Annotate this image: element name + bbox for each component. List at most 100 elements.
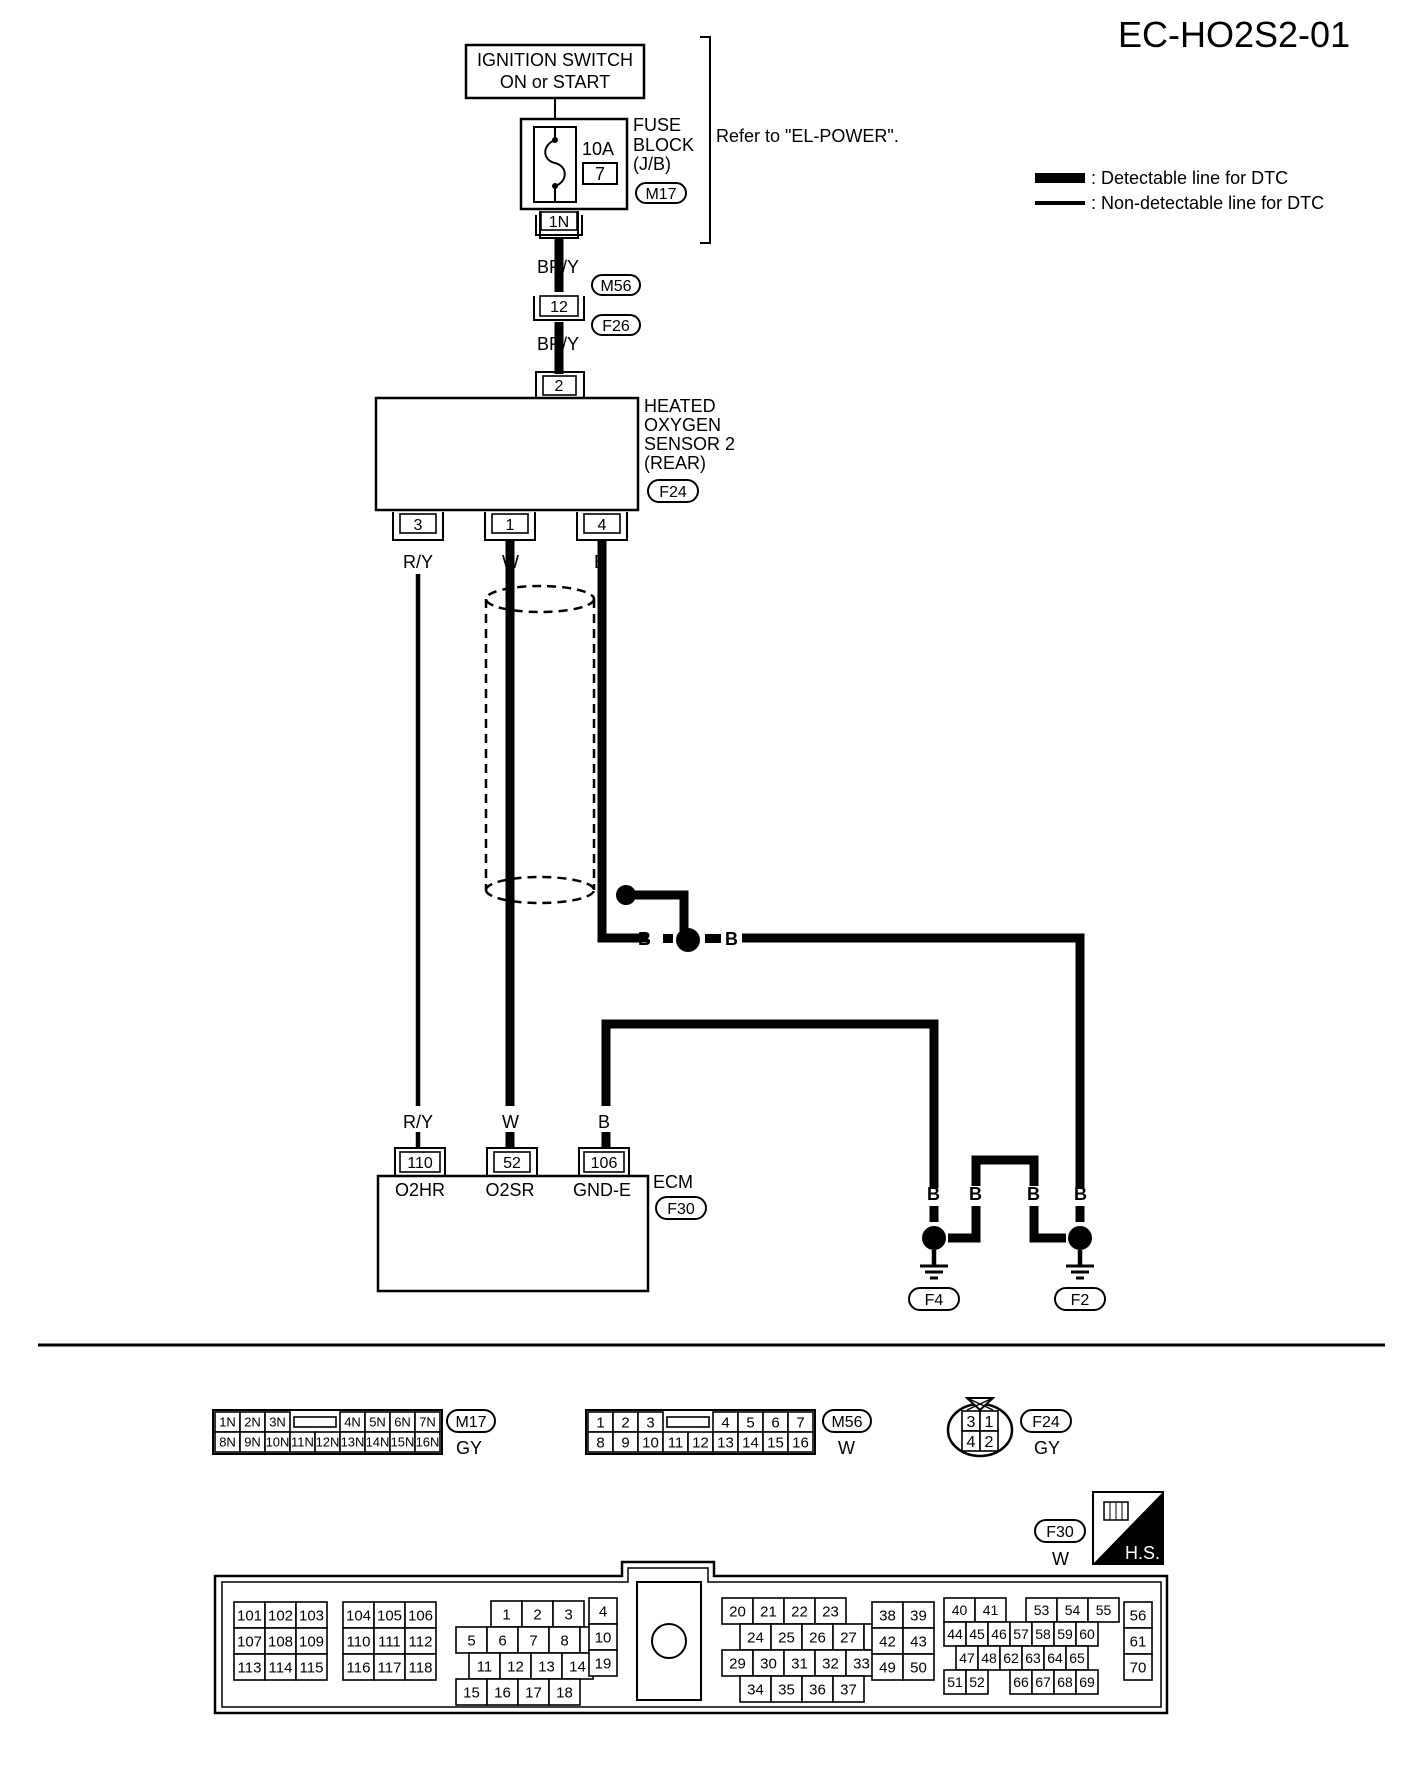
wire-br-y-2: BR/Y bbox=[537, 334, 579, 354]
ecm-pin-42: 42 bbox=[879, 1633, 896, 1650]
ecm-pin-20: 20 bbox=[729, 1603, 746, 1620]
m17-name: M17 bbox=[455, 1414, 486, 1431]
m17-pin-12N: 12N bbox=[316, 1435, 340, 1450]
sensor-line1: HEATED bbox=[644, 396, 716, 416]
hs-badge: H.S. bbox=[1092, 1491, 1164, 1565]
diagram-id: EC-HO2S2-01 bbox=[1118, 14, 1350, 55]
ecm-pin-19: 19 bbox=[595, 1655, 612, 1672]
refer-note: Refer to "EL-POWER". bbox=[716, 126, 899, 146]
m56-pin-13: 13 bbox=[717, 1434, 734, 1451]
ecm-pin-44: 44 bbox=[947, 1626, 963, 1642]
sensor-connector: F24 bbox=[659, 484, 687, 501]
f24-name: F24 bbox=[1032, 1414, 1060, 1431]
m56-pin-2: 2 bbox=[621, 1414, 629, 1431]
sensor-terminal-3: 3 bbox=[414, 517, 423, 534]
ecm-pin-34: 34 bbox=[747, 1681, 764, 1698]
m17-pin-15N: 15N bbox=[391, 1435, 415, 1450]
ecm-pin-27: 27 bbox=[840, 1629, 857, 1646]
ecm-pin-36: 36 bbox=[809, 1681, 826, 1698]
m17-pin-14N: 14N bbox=[366, 1435, 390, 1450]
ecm-pin-69: 69 bbox=[1079, 1674, 1095, 1690]
ecm-pin-25: 25 bbox=[778, 1629, 795, 1646]
m56-pin-5: 5 bbox=[746, 1414, 754, 1431]
m56-name: M56 bbox=[831, 1414, 862, 1431]
m56-pin-16: 16 bbox=[792, 1434, 809, 1451]
ecm-pin-56: 56 bbox=[1130, 1607, 1147, 1624]
wire-r-y: R/Y bbox=[403, 552, 433, 572]
f24-pin-4: 4 bbox=[967, 1434, 976, 1451]
ecm-pin-31: 31 bbox=[791, 1655, 808, 1672]
ecm-pin-30: 30 bbox=[760, 1655, 777, 1672]
ecm-pin-3: 3 bbox=[564, 1606, 572, 1623]
sensor-terminal-4: 4 bbox=[598, 517, 607, 534]
sensor-terminal-1: 1 bbox=[506, 517, 515, 534]
ecm-pin-59: 59 bbox=[1057, 1626, 1073, 1642]
ecm-pin-22: 22 bbox=[791, 1603, 808, 1620]
fuse-terminal: 1N bbox=[549, 214, 569, 231]
ecm-pin-110: 110 bbox=[347, 1633, 371, 1650]
wire-br-y-1: BR/Y bbox=[537, 257, 579, 277]
m56-pin-9: 9 bbox=[621, 1434, 629, 1451]
legend: : Detectable line for DTC : Non-detectab… bbox=[1035, 168, 1324, 213]
ecm-pin-21: 21 bbox=[760, 1603, 777, 1620]
ecm-terminal-110: 110 bbox=[407, 1155, 433, 1172]
ecm-pin-39: 39 bbox=[910, 1607, 927, 1624]
ecm-pin-105: 105 bbox=[377, 1607, 402, 1624]
joint-connector-bottom: F26 bbox=[602, 318, 630, 335]
legend-detectable: : Detectable line for DTC bbox=[1091, 168, 1288, 188]
ignition-line2: ON or START bbox=[500, 72, 610, 92]
m56-pin-1: 1 bbox=[596, 1414, 604, 1431]
m17-pin-5N: 5N bbox=[369, 1415, 386, 1430]
fuse-connector: M17 bbox=[645, 186, 676, 203]
f30-color: W bbox=[1052, 1549, 1069, 1569]
splice-b-left: B bbox=[638, 929, 651, 949]
fuse-line1: FUSE bbox=[633, 115, 681, 135]
f24-pin-1: 1 bbox=[985, 1414, 994, 1431]
ecm-pin-111: 111 bbox=[378, 1633, 401, 1650]
ecm-pin-6: 6 bbox=[498, 1632, 506, 1649]
ecm: O2HR O2SR GND-E ECM F30 bbox=[376, 1172, 707, 1293]
ecm-pin-104: 104 bbox=[346, 1607, 371, 1624]
ecm-terminal-106: 106 bbox=[591, 1155, 618, 1172]
ecm-pin-64: 64 bbox=[1047, 1650, 1063, 1666]
ecm-pin-26: 26 bbox=[809, 1629, 826, 1646]
m17-pin-9N: 9N bbox=[244, 1435, 261, 1450]
joint-connector-top: M56 bbox=[600, 278, 631, 295]
m56-pin-12: 12 bbox=[692, 1434, 709, 1451]
ecm-pin-16: 16 bbox=[494, 1684, 511, 1701]
ecm-pin-8: 8 bbox=[560, 1632, 568, 1649]
ecm-pin-7: 7 bbox=[529, 1632, 537, 1649]
ecm-pin-17: 17 bbox=[525, 1684, 542, 1701]
ecm-pin-35: 35 bbox=[778, 1681, 795, 1698]
ecm-pin-102: 102 bbox=[268, 1607, 293, 1624]
wire-gnd-line bbox=[601, 1019, 939, 1188]
m56-pin-4: 4 bbox=[721, 1414, 729, 1431]
sensor-line3: SENSOR 2 bbox=[644, 434, 735, 454]
ecm-label: ECM bbox=[653, 1172, 693, 1192]
ecm-pin-37: 37 bbox=[840, 1681, 857, 1698]
ecm-pin-5: 5 bbox=[467, 1632, 475, 1649]
ground-left: F4 bbox=[925, 1292, 944, 1309]
ecm-pin-62: 62 bbox=[1003, 1650, 1019, 1666]
ground-b-1: B bbox=[927, 1184, 940, 1204]
legend-thick-swatch bbox=[1035, 173, 1085, 183]
sensor-terminals: 3 1 4 bbox=[392, 512, 628, 541]
m17-pin-8N: 8N bbox=[219, 1435, 236, 1450]
m17-pin-13N: 13N bbox=[341, 1435, 365, 1450]
ecm-pin-43: 43 bbox=[910, 1633, 927, 1650]
m17-pin-7N: 7N bbox=[419, 1415, 436, 1430]
ecm-pin-13: 13 bbox=[538, 1658, 555, 1675]
m17-pin-10N: 10N bbox=[266, 1435, 290, 1450]
ecm-pin-116: 116 bbox=[347, 1659, 371, 1676]
ignition-line1: IGNITION SWITCH bbox=[477, 50, 633, 70]
ecm-pin-57: 57 bbox=[1013, 1626, 1029, 1642]
ecm-pin-24: 24 bbox=[747, 1629, 764, 1646]
ecm-pin-11: 11 bbox=[477, 1658, 493, 1675]
ecm-pin-15: 15 bbox=[463, 1684, 480, 1701]
m56-pin-10: 10 bbox=[642, 1434, 659, 1451]
ecm-pin-49: 49 bbox=[879, 1659, 896, 1676]
m56-pin-6: 6 bbox=[771, 1414, 779, 1431]
